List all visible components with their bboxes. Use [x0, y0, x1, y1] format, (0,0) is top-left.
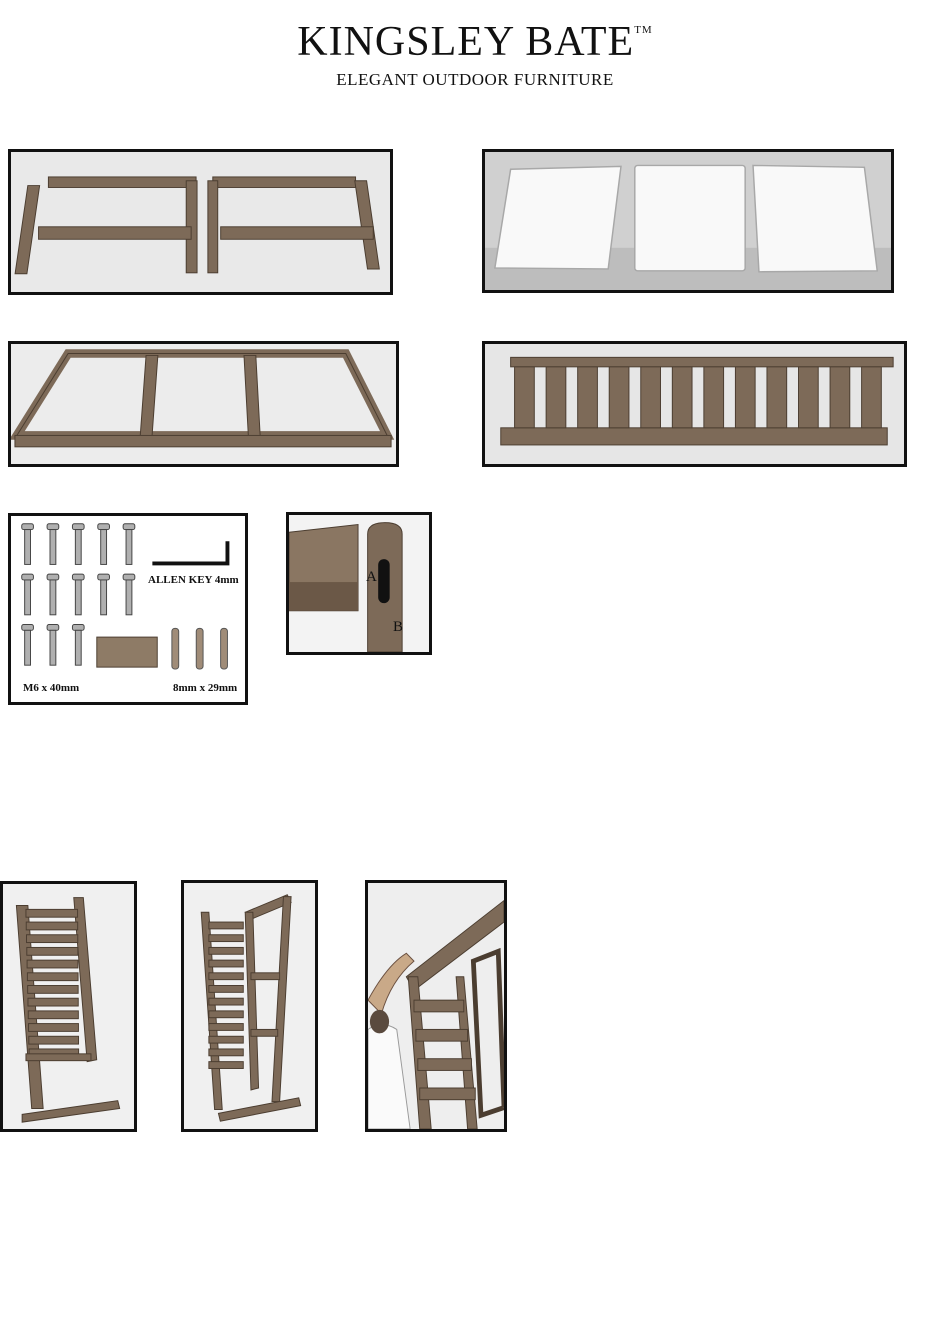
brand-tagline: ELEGANT OUTDOOR FURNITURE: [0, 70, 950, 90]
slot-label-b: B: [393, 619, 403, 636]
slot-label-a: A: [366, 569, 377, 586]
assembly-step-2-photo: [181, 880, 318, 1132]
assembly-step-3-photo: [365, 880, 507, 1132]
allen-key-label: ALLEN KEY 4mm: [148, 574, 239, 586]
bolt-size-label: M6 x 40mm: [23, 682, 79, 694]
seat-cushions-photo: [482, 149, 894, 293]
brand-title: KINGSLEY BATETM: [0, 18, 950, 66]
dowel-size-label: 8mm x 29mm: [173, 682, 237, 694]
seat-frame-photo: [8, 341, 399, 467]
side-frames-photo: [8, 149, 393, 295]
slatted-back-photo: [482, 341, 907, 467]
assembly-step-1-photo: [0, 881, 137, 1132]
slot-detail-photo: A B: [286, 512, 432, 655]
brand-name: KINGSLEY BATE: [297, 19, 634, 65]
hardware-kit-photo: ALLEN KEY 4mm M6 x 40mm 8mm x 29mm: [8, 513, 248, 705]
trademark: TM: [634, 24, 653, 36]
